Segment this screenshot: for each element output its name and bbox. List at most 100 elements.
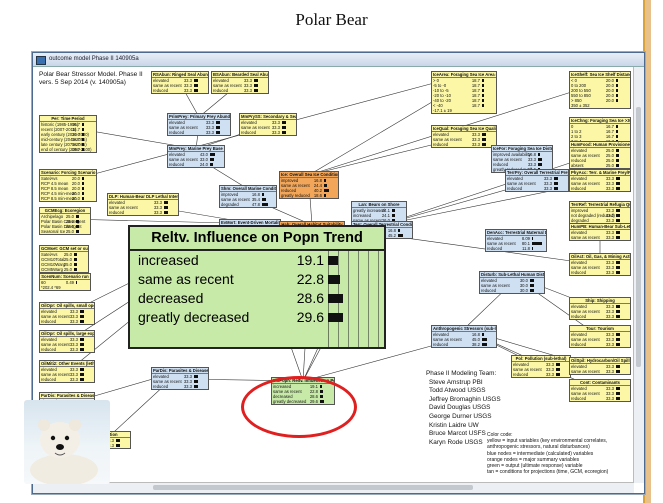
network-node[interactable]: OilOpr: Oil spills, small operationalele… [39, 302, 95, 325]
state-bar-fill [76, 220, 79, 223]
influence-node-enlarged[interactable]: Reltv. Influence on Popn Trend increased… [128, 225, 386, 349]
state-bar-fill [194, 79, 198, 82]
state-bar [616, 159, 628, 162]
state-bar [76, 230, 88, 233]
state-bar [216, 126, 228, 129]
network-node[interactable]: ParDis: Parasites & Disease (mort.)eleva… [151, 367, 209, 390]
state-bar-fill [82, 187, 84, 190]
state-bar [482, 343, 494, 346]
network-node[interactable]: RSAbun: Ringed Seal Abundanceelevated33.… [151, 71, 209, 94]
state-bar [282, 131, 294, 134]
state-bar [616, 99, 628, 102]
network-node[interactable]: PhyAcc: Terr. & Marine Prey/Food Accesse… [569, 169, 631, 192]
state-bar [194, 89, 206, 92]
state-probability: 16.7 [72, 147, 80, 152]
network-node[interactable]: MmPrySS: Secondary & Sea Prey Abunelevat… [239, 113, 297, 136]
network-node[interactable]: DLP: Human-Bear DLP Lethal Interactionse… [107, 193, 179, 216]
state-bar [80, 348, 92, 351]
influence-row: greatly decreased29.6 [130, 308, 384, 327]
window-title: outcome model Phase II 140905a [49, 56, 139, 62]
network-node[interactable]: MmPrey: Marine Prey Base Qualityelevated… [167, 145, 225, 168]
state-bar-fill [482, 143, 486, 146]
state-label: -17.1 ± 19 [433, 108, 452, 113]
state-bar [194, 385, 206, 388]
network-node[interactable]: HumPB: Human-Bear Sub-Lethal Interacti..… [569, 223, 631, 241]
network-node[interactable]: HumFood: Human Provisioned Food Abun...e… [569, 141, 631, 169]
horizontal-scrollbar[interactable] [33, 482, 634, 493]
state-bar-fill [532, 237, 533, 240]
legend-line: tan = conditions for projections (time, … [487, 469, 608, 475]
network-node[interactable]: OilOpr: Oil spills, large exploratoryele… [39, 330, 95, 353]
state-bar [482, 89, 494, 92]
state-bar-fill [216, 131, 220, 134]
state-bar-fill [82, 192, 84, 195]
network-node[interactable]: TerrPry: Overall Terrestrial Prey/Food A… [505, 169, 569, 192]
node-state-row: 350 ± 352 [570, 103, 630, 108]
state-bar [482, 84, 494, 87]
state-label: greatly reduced [281, 193, 310, 198]
horizontal-scroll-thumb[interactable] [153, 485, 473, 490]
network-node[interactable]: Disturb: Sub-Lethal Human Disturbance...… [479, 271, 545, 294]
network-node[interactable]: IceArea: Foraging Sea Ice Area (sq km m.… [431, 71, 497, 114]
team-member: George Durner USGS [426, 413, 501, 422]
state-bar-fill [80, 373, 84, 376]
window-titlebar[interactable]: outcome model Phase II 140905a [33, 53, 644, 67]
state-bar-fill [282, 126, 286, 129]
state-bar-fill [482, 99, 484, 102]
state-bar-fill [616, 209, 620, 212]
network-node[interactable]: Anthropogenic Stressors (sub-lethal)elev… [431, 325, 497, 348]
node-state-row: reduced33.3 [506, 186, 568, 191]
network-node[interactable]: OilMiti2: Other Events (lethal effects)e… [39, 360, 95, 383]
state-bar-fill [482, 338, 487, 341]
state-bar [616, 338, 628, 341]
node-state-row: absent25.0 [570, 163, 630, 168]
network-node[interactable]: PrimPrey: Primary Prey Abundanceelevated… [167, 113, 231, 136]
node-state-row: reduced33.3 [40, 347, 94, 352]
network-node[interactable]: IceShelf: Sea Ice Shelf Distance Chng (k… [569, 71, 631, 109]
state-bar [80, 368, 92, 371]
network-node[interactable]: BSAbun: Bearded Seal Abundanceelevated33… [211, 71, 269, 94]
team-member: Jeffrey Bromaghin USGS [426, 396, 501, 405]
network-node[interactable]: GCMset: GCM set or subsetSatelAvs25.0GCM… [39, 245, 89, 273]
state-probability: 33.3 [244, 88, 252, 93]
node-state-row: greatly reduced18.6 [280, 193, 338, 198]
state-probability: 30.0 [520, 288, 528, 293]
state-label: reduced [41, 377, 56, 382]
node-state-row: reduced33.3 [570, 396, 630, 401]
state-label: absent [571, 163, 584, 168]
vertical-scrollbar[interactable] [633, 67, 644, 483]
state-bar-fill [616, 305, 620, 308]
state-bar-fill [616, 266, 620, 269]
node-state-row: same as recent33.3 [570, 369, 630, 374]
state-bar-fill [532, 242, 542, 245]
influence-value: 22.8 [280, 270, 324, 289]
state-label: degraded [221, 202, 239, 207]
state-bar [80, 373, 92, 376]
state-label: reduced [433, 342, 448, 347]
network-node[interactable]: DenAcc: Terrestrial Maternal Den Accesse… [485, 229, 547, 252]
state-bar-fill [194, 89, 198, 92]
network-node[interactable]: TerrRef: Terrestrial Refugia Qualityimpr… [569, 201, 631, 224]
state-bar [482, 338, 494, 341]
state-bar [616, 397, 628, 400]
state-bar [82, 128, 94, 131]
vertical-scroll-thumb[interactable] [636, 107, 641, 367]
state-label: same as recent [571, 369, 600, 374]
network-node[interactable]: OilAct: Oil, Gas, & Mining Activityeleva… [569, 253, 631, 276]
state-probability: 33.3 [606, 235, 614, 240]
network-node[interactable]: Scenario: Forcing Scenario & GCM Ense...… [39, 169, 97, 202]
state-bar [616, 370, 628, 373]
state-bar-fill [210, 158, 214, 161]
slide-accent-strip [643, 0, 663, 503]
network-node[interactable]: Shm: Overall Marine Conditionsimproved16… [219, 185, 277, 208]
